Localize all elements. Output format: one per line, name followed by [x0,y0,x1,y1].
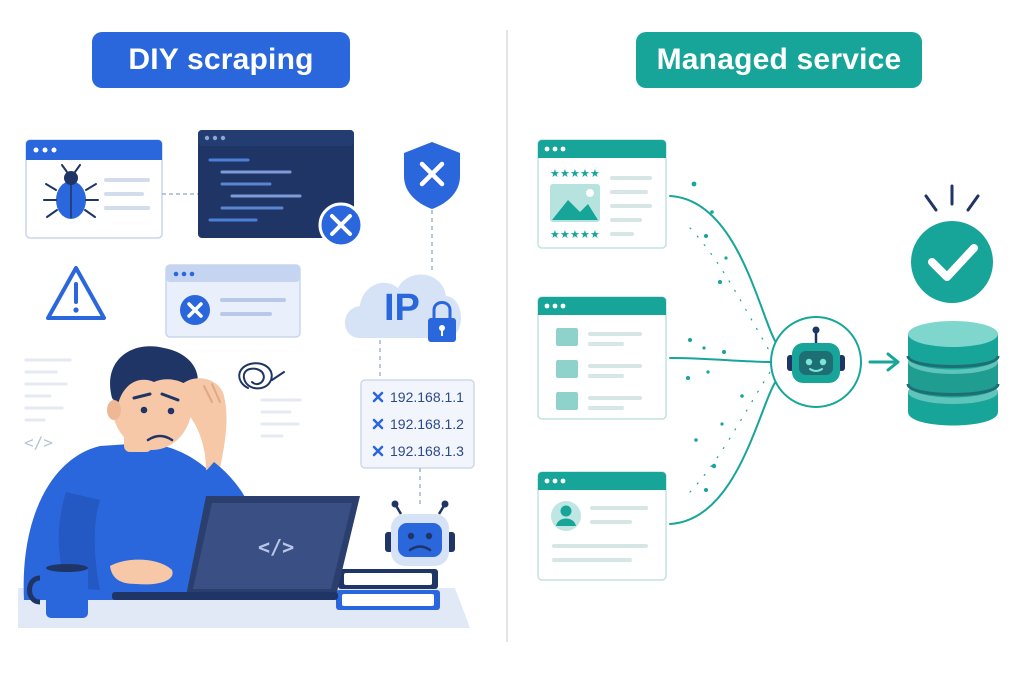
star-icon: ★ [550,167,560,180]
star-icon: ★ [580,167,590,180]
ip-label: IP [384,287,420,329]
star-rating: ★ ★ ★ ★ ★ [550,228,600,241]
bug-browser-window [25,139,163,239]
product-page-card: ★ ★ ★ ★ ★ ★ ★ ★ ★ ★ [537,139,667,249]
blocked-ip-row: 192.168.1.1 [372,389,464,405]
arrow-right-icon [868,352,900,372]
checkmark-icon [911,184,993,303]
frustration-scribble-icon [238,362,285,390]
star-icon: ★ [570,167,580,180]
sad-robot-icon [385,500,455,566]
error-x-icon [318,202,364,248]
frustrated-person [23,346,252,600]
laptop-icon: </> [112,496,360,600]
data-flow-lines [669,195,779,525]
x-icon [372,391,384,403]
mug-icon [27,564,88,618]
star-rating: ★ ★ ★ ★ ★ [550,167,600,180]
profile-page-card [537,471,667,581]
svg-text:192.168.1.2: 192.168.1.2 [390,416,464,432]
background-sketch [24,358,302,438]
blocked-ip-row: 192.168.1.3 [372,443,464,459]
x-icon [372,445,384,457]
star-icon: ★ [550,228,560,241]
shield-x-icon [404,142,460,209]
star-icon: ★ [590,167,600,180]
star-icon: ★ [590,228,600,241]
avatar-icon [551,501,581,531]
managed-service-title: Managed service [636,32,922,88]
error-browser-window [165,264,301,338]
image-icon [550,184,600,222]
blocked-ip-row: 192.168.1.2 [372,416,464,432]
database-icon [906,321,1000,426]
svg-text:192.168.1.1: 192.168.1.1 [390,389,464,405]
list-page-card [537,296,667,420]
star-icon: ★ [560,228,570,241]
book-stack [336,569,440,610]
robot-icon [770,316,862,408]
svg-text:192.168.1.3: 192.168.1.3 [390,443,464,459]
x-icon [372,418,384,430]
star-icon: ★ [580,228,590,241]
warning-icon [46,266,106,320]
diy-scraping-title: DIY scraping [92,32,350,88]
blocked-ip-list: 192.168.1.1 192.168.1.2 192.168.1.3 [360,379,475,469]
ip-cloud-icon: IP [345,274,461,342]
code-editor-window [198,130,364,248]
faint-code-icon: </> [24,433,53,452]
data-particles [686,181,744,492]
code-icon: </> [258,535,294,559]
star-icon: ★ [560,167,570,180]
bug-icon [43,164,99,219]
star-icon: ★ [570,228,580,241]
lock-icon [428,301,456,342]
